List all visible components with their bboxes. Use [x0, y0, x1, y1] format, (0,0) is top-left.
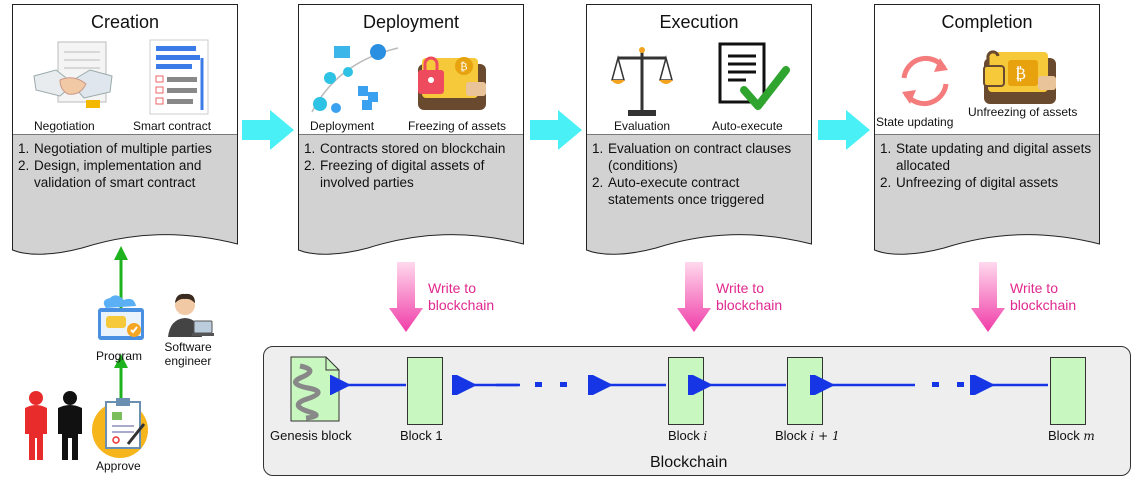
step-item: 2.Freezing of digital assets of involved…: [304, 158, 485, 190]
refresh-icon: [901, 56, 949, 106]
network-nodes-icon: [311, 44, 399, 113]
stage-arrow: [530, 110, 582, 150]
write-arrow: [389, 262, 423, 332]
stage-description: 1.State updating and digital assets allo…: [874, 134, 1100, 255]
stage-icon-panel: [586, 4, 812, 134]
step-item: 1.State updating and digital assets allo…: [880, 141, 1092, 173]
block-label: Block 1: [400, 428, 443, 443]
icon-label: Negotiation: [34, 119, 95, 133]
write-arrow: [677, 262, 711, 332]
block-label: Block i: [668, 428, 708, 443]
icon-label: Unfreezing of assets: [968, 105, 1078, 119]
write-arrow: [971, 262, 1005, 332]
genesis-block-icon: [290, 356, 340, 422]
stage-deployment: Deployment Deployment ₿ Freezing of asse…: [298, 4, 524, 255]
stage-creation: Creation Negotiation Smart contract 1.Ne…: [12, 4, 238, 255]
stage-completion: Completion State updating ₿ Unfreezing o…: [874, 4, 1100, 255]
stage-arrow: [818, 110, 870, 150]
contract-document-icon: [149, 39, 209, 115]
locked-wallet-icon: ₿: [418, 56, 486, 110]
block-label: Genesis block: [270, 428, 352, 443]
block-label: Block i + 1: [775, 428, 840, 443]
stage-arrow: [242, 110, 294, 150]
block: [1050, 357, 1086, 425]
step-item: 1.Evaluation on contract clauses (condit…: [592, 141, 792, 173]
svg-text:₿: ₿: [460, 60, 468, 73]
icon-label: Smart contract: [133, 119, 212, 133]
scale-icon: [611, 47, 673, 116]
stage-title: Creation: [90, 12, 160, 32]
svg-text:₿: ₿: [1015, 64, 1026, 83]
step-item: 2.Design, implementation and validation …: [18, 158, 202, 190]
unlocked-wallet-icon: ₿: [983, 50, 1056, 104]
program-label: Program: [96, 349, 143, 363]
stage-execution: Execution Evaluation Auto-execute 1.Eval…: [586, 4, 812, 255]
icon-label: Freezing of assets: [408, 119, 507, 133]
program-icon: [98, 295, 144, 340]
step-item: 2.Unfreezing of digital assets: [880, 175, 1059, 190]
icon-label: Auto-execute: [712, 119, 783, 133]
handshake-icon: [33, 41, 113, 108]
step-item: 1.Contracts stored on blockchain: [304, 141, 506, 156]
engineer-label: Software engineer: [164, 340, 212, 368]
stage-description: 1.Negotiation of multiple parties 2.Desi…: [12, 134, 238, 255]
icon-label: Deployment: [310, 119, 375, 133]
stage-description: 1.Contracts stored on blockchain 2.Freez…: [298, 134, 524, 255]
stage-title: Deployment: [362, 12, 460, 32]
block: [407, 357, 443, 425]
software-engineer-icon: [168, 293, 214, 337]
stage-title: Completion: [941, 12, 1033, 32]
approve-people-icon: [25, 391, 148, 460]
checked-document-icon: [718, 42, 790, 110]
step-item: 2.Auto-execute contract statements once …: [592, 175, 765, 207]
blockchain-title: Blockchain: [650, 454, 728, 471]
stage-description: 1.Evaluation on contract clauses (condit…: [586, 134, 812, 255]
approve-label: Approve: [96, 459, 141, 473]
icon-label: State updating: [876, 115, 954, 129]
icon-label: Evaluation: [614, 119, 671, 133]
block-label: Block m: [1048, 428, 1095, 443]
chain-arrows: [330, 375, 1048, 395]
stage-title: Execution: [659, 12, 739, 32]
step-item: 1.Negotiation of multiple parties: [18, 141, 212, 156]
